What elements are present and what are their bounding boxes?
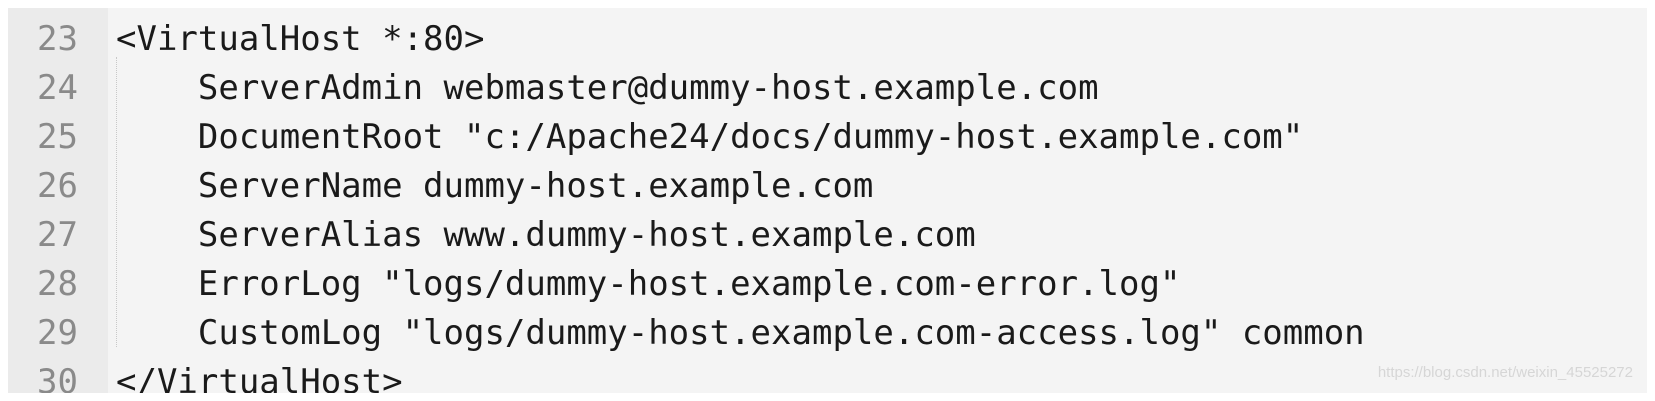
code-area[interactable]: 23 <VirtualHost *:80> 24 ServerAdmin web… — [8, 14, 1647, 394]
code-text: CustomLog "logs/dummy-host.example.com-a… — [116, 312, 1365, 353]
code-text: </VirtualHost> — [116, 361, 403, 394]
code-line[interactable]: 23 <VirtualHost *:80> — [8, 14, 1647, 63]
indent-guide — [116, 57, 117, 347]
line-number-gutter — [8, 8, 108, 393]
watermark: https://blog.csdn.net/weixin_45525272 — [1377, 364, 1633, 381]
line-number: 26 — [37, 165, 78, 206]
code-line[interactable]: 24 ServerAdmin webmaster@dummy-host.exam… — [8, 63, 1647, 112]
code-line[interactable]: 30 </VirtualHost> — [8, 357, 1647, 394]
line-number: 29 — [37, 312, 78, 353]
line-number: 23 — [37, 18, 78, 59]
line-number: 28 — [37, 263, 78, 304]
code-editor[interactable]: 23 <VirtualHost *:80> 24 ServerAdmin web… — [8, 8, 1647, 393]
line-number: 27 — [37, 214, 78, 255]
line-number: 24 — [37, 67, 78, 108]
code-text: ErrorLog "logs/dummy-host.example.com-er… — [116, 263, 1181, 304]
code-text: DocumentRoot "c:/Apache24/docs/dummy-hos… — [116, 116, 1304, 157]
code-line[interactable]: 29 CustomLog "logs/dummy-host.example.co… — [8, 308, 1647, 357]
code-line[interactable]: 26 ServerName dummy-host.example.com — [8, 161, 1647, 210]
code-text: ServerName dummy-host.example.com — [116, 165, 874, 206]
code-text: <VirtualHost *:80> — [116, 18, 485, 59]
code-text: ServerAdmin webmaster@dummy-host.example… — [116, 67, 1099, 108]
line-number: 25 — [37, 116, 78, 157]
code-text: ServerAlias www.dummy-host.example.com — [116, 214, 976, 255]
line-number: 30 — [37, 361, 78, 394]
code-line[interactable]: 28 ErrorLog "logs/dummy-host.example.com… — [8, 259, 1647, 308]
code-line[interactable]: 25 DocumentRoot "c:/Apache24/docs/dummy-… — [8, 112, 1647, 161]
code-line[interactable]: 27 ServerAlias www.dummy-host.example.co… — [8, 210, 1647, 259]
